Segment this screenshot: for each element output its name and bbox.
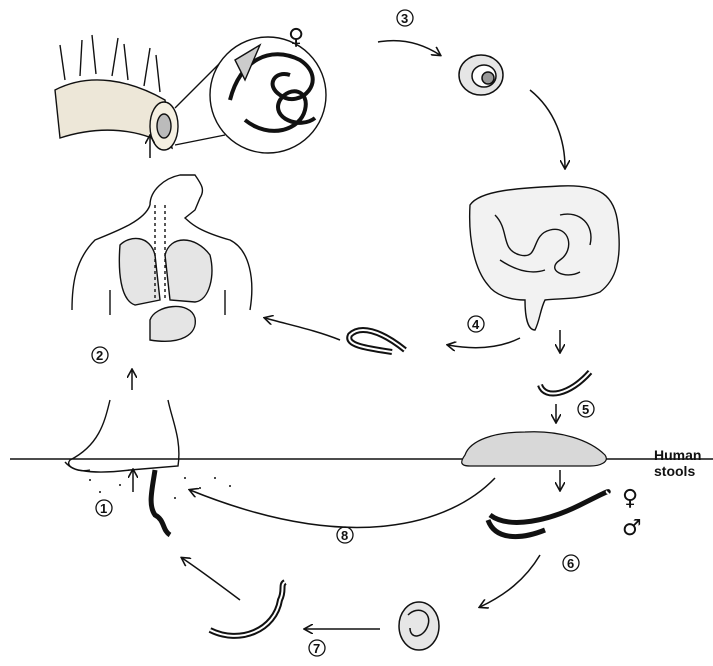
male-symbol: ♂: [622, 516, 642, 541]
arrow-step-3: [378, 41, 440, 55]
step-2-label: 2: [96, 348, 103, 363]
step-8-label: 8: [341, 528, 348, 543]
arrow-larva-to-skin: [182, 558, 240, 600]
arrow-step-8: [190, 478, 495, 527]
female-symbol-top: ♀: [288, 25, 304, 50]
step-3-label: 3: [401, 11, 408, 26]
step-6-label: 6: [567, 556, 574, 571]
larva-illustration-bottom: [210, 582, 285, 636]
egg-illustration-bottom: [399, 602, 439, 650]
larva-penetrating-skin: [151, 470, 170, 535]
step-4-label: 4: [472, 317, 480, 332]
step-7-label: 7: [313, 641, 320, 656]
adult-worms-illustration: [488, 492, 608, 537]
intestine-tissue-illustration: [55, 35, 326, 153]
egg-illustration-top: [459, 55, 503, 95]
foot-illustration: [65, 400, 179, 472]
arrow-step-4: [448, 338, 520, 348]
human-torso-illustration: [72, 175, 252, 341]
stool-pile-illustration: [462, 432, 607, 466]
stools-label: stools: [654, 463, 701, 479]
arrow-larva-to-body: [265, 318, 340, 340]
soil-dots: [89, 477, 231, 499]
step-1-label: 1: [100, 501, 107, 516]
step-5-label: 5: [582, 402, 589, 417]
intestines-illustration: [470, 186, 620, 330]
arrow-egg-to-intestines: [530, 90, 565, 168]
human-stools-label: Human stools: [654, 447, 701, 479]
female-symbol-bottom: ♀: [622, 486, 638, 511]
arrow-step-6: [480, 555, 540, 607]
human-label: Human: [654, 447, 701, 463]
